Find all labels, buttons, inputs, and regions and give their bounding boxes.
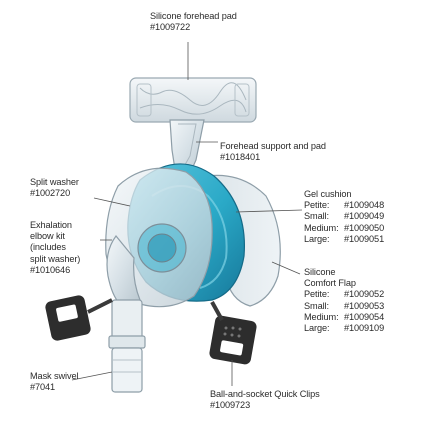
split-washer-name: Split washer bbox=[30, 177, 79, 187]
part-number: #1009049 bbox=[344, 211, 385, 222]
part-number: #1009053 bbox=[344, 300, 385, 311]
callout-split-washer: Split washer #1002720 bbox=[30, 177, 79, 199]
exhalation-elbow-line: Exhalation bbox=[30, 220, 72, 230]
quick-clips-name: Ball-and-socket Quick Clips bbox=[210, 389, 320, 399]
callout-forehead-pad: Silicone forehead pad #1009722 bbox=[150, 11, 237, 33]
exhalation-elbow-line: elbow kit bbox=[30, 231, 65, 242]
quick-clip-left-shape bbox=[45, 295, 113, 341]
part-number: #1009109 bbox=[344, 323, 385, 334]
mask-swivel-shape bbox=[108, 299, 146, 393]
size-label: Petite: bbox=[304, 289, 330, 300]
forehead-support-part: #1018401 bbox=[220, 152, 261, 163]
mask-swivel-name: Mask swivel bbox=[30, 371, 79, 381]
part-number: #1009054 bbox=[344, 311, 385, 322]
exhalation-elbow-line: (includes bbox=[30, 242, 66, 253]
callout-mask-swivel: Mask swivel #7041 bbox=[30, 371, 79, 393]
mask-swivel-part: #7041 bbox=[30, 382, 56, 393]
callout-gel-cushion: Gel cushion Petite: #1009048 Small: #10090… bbox=[304, 189, 384, 245]
callout-exhalation-elbow: Exhalation elbow kit (includes split was… bbox=[30, 220, 80, 276]
callout-forehead-support: Forehead support and pad #1018401 bbox=[220, 141, 326, 163]
size-label: Petite: bbox=[304, 200, 330, 211]
quick-clip-right-shape bbox=[209, 301, 257, 365]
forehead-pad-shape bbox=[129, 77, 257, 123]
comfort-flap-name: Silicone bbox=[304, 267, 336, 277]
size-label: Small: bbox=[304, 211, 329, 222]
comfort-flap-size-row: Large: #1009109 bbox=[304, 323, 384, 334]
size-label: Large: bbox=[304, 233, 330, 244]
comfort-flap-size-row: Small: #1009053 bbox=[304, 301, 384, 312]
exhalation-elbow-line: split washer) bbox=[30, 253, 81, 264]
gel-cushion-size-row: Petite: #1009048 bbox=[304, 200, 384, 211]
quick-clips-part: #1009723 bbox=[210, 400, 251, 411]
split-washer-part: #1002720 bbox=[30, 188, 71, 199]
gel-cushion-name: Gel cushion bbox=[304, 189, 352, 199]
callout-comfort-flap: Silicone Comfort Flap Petite: #1009052 Sm… bbox=[304, 267, 384, 334]
part-number: #1009050 bbox=[344, 222, 385, 233]
size-label: Small: bbox=[304, 300, 329, 311]
part-number: #1009048 bbox=[344, 200, 385, 211]
comfort-flap-name: Comfort Flap bbox=[304, 278, 356, 289]
exhalation-elbow-shape bbox=[106, 235, 141, 305]
comfort-flap-size-row: Medium: #1009054 bbox=[304, 312, 384, 323]
exhalation-elbow-part: #1010646 bbox=[30, 264, 71, 275]
leader-lines bbox=[71, 42, 303, 386]
gel-cushion-size-row: Small: #1009049 bbox=[304, 211, 384, 222]
callout-quick-clips: Ball-and-socket Quick Clips #1009723 bbox=[210, 389, 320, 411]
forehead-support-name: Forehead support and pad bbox=[220, 141, 326, 151]
part-number: #1009051 bbox=[344, 233, 385, 244]
gel-cushion-size-row: Large: #1009051 bbox=[304, 234, 384, 245]
comfort-flap-size-row: Petite: #1009052 bbox=[304, 289, 384, 300]
size-label: Medium: bbox=[304, 222, 339, 233]
forehead-pad-part: #1009722 bbox=[150, 22, 191, 33]
forehead-pad-name: Silicone forehead pad bbox=[150, 11, 237, 21]
size-label: Large: bbox=[304, 323, 330, 334]
size-label: Medium: bbox=[304, 311, 339, 322]
part-number: #1009052 bbox=[344, 289, 385, 300]
gel-cushion-size-row: Medium: #1009050 bbox=[304, 223, 384, 234]
